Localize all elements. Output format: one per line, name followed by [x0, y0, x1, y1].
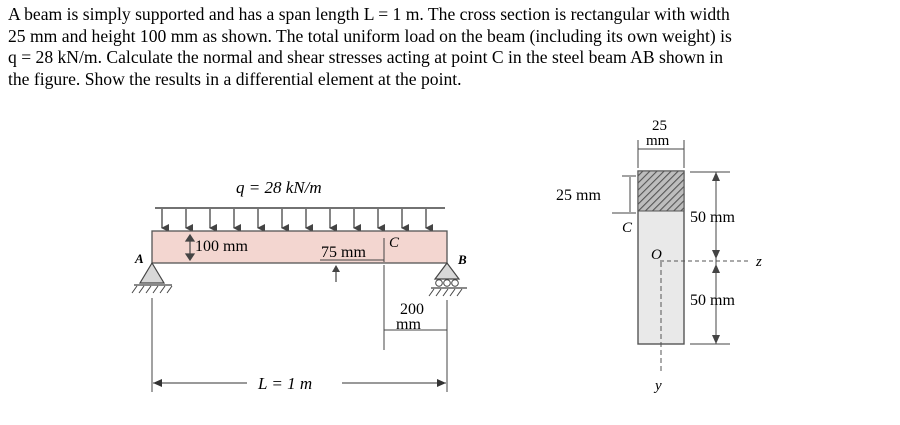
pin-support-left [131, 261, 173, 294]
problem-line-2: 25 mm and height 100 mm as shown. The to… [8, 25, 732, 46]
z-axis-label: z [755, 254, 762, 270]
beam-body [151, 230, 448, 264]
dim-100-label: 100 mm [195, 238, 248, 255]
span-label: L = 1 m [257, 374, 312, 393]
dim-50-top-label: 50 mm [690, 209, 735, 226]
roller-support-right [428, 262, 467, 297]
dim-100-marker [184, 233, 196, 262]
problem-line-1: A beam is simply supported and has a spa… [8, 4, 730, 24]
support-a-label: A [134, 251, 144, 266]
dim-50-arrow-bottom [712, 335, 720, 344]
centroid-label: O [651, 247, 662, 263]
dim-200-label-top: 200 [400, 301, 424, 318]
distributed-load-arrows [161, 209, 433, 232]
dim-200-label-bottom: mm [396, 316, 421, 333]
point-c-label: C [389, 235, 400, 251]
y-axis-label: y [653, 378, 662, 394]
dim-50-arrow-mid-down [712, 250, 720, 259]
support-b-label: B [457, 252, 467, 267]
load-label: q = 28 kN/m [236, 178, 322, 197]
problem-statement: A beam is simply supported and has a spa… [8, 4, 892, 90]
dim-75-label: 75 mm [321, 244, 366, 261]
section-width-top: 25 [652, 118, 667, 134]
beam-figure: q = 28 kN/m A [131, 178, 467, 393]
hatched-area [637, 170, 685, 212]
dim-50-arrow-top [712, 172, 720, 181]
cross-section-figure: 25 mm 25 mm C O z y 50 mm 50 mm [556, 118, 762, 394]
problem-line-4: the figure. Show the results in a differ… [8, 68, 462, 89]
dim-50-arrow-mid-up [712, 264, 720, 273]
dim-50-bottom-label: 50 mm [690, 292, 735, 309]
dim-25-label: 25 mm [556, 187, 601, 204]
problem-line-3: q = 28 kN/m. Calculate the normal and sh… [8, 47, 723, 67]
upward-marker-arrow [332, 265, 340, 282]
section-width-bottom: mm [646, 133, 670, 149]
section-point-c-label: C [622, 220, 633, 236]
